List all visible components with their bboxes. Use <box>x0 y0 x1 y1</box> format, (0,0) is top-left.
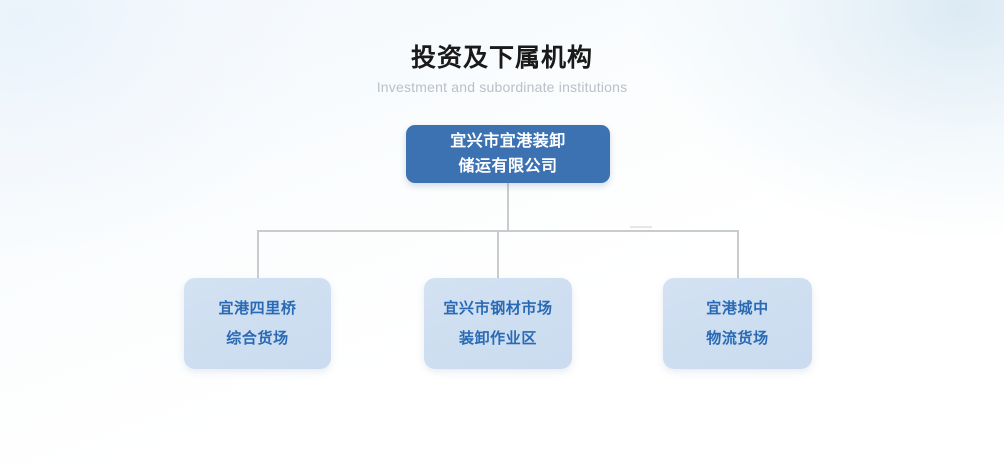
connector-faint-stub <box>630 226 652 228</box>
page-title: 投资及下属机构 <box>410 44 593 72</box>
connector-root-stem <box>507 183 509 232</box>
org-node-root-line-1: 宜兴市宜港装卸 <box>450 133 566 150</box>
org-node-root[interactable]: 宜兴市宜港装卸 储运有限公司 <box>406 125 610 183</box>
connector-drop-child-0 <box>257 230 259 279</box>
org-node-child-2[interactable]: 宜港城中 物流货场 <box>663 278 812 369</box>
connector-drop-child-1 <box>497 230 499 279</box>
page-subtitle: Investment and subordinate institutions <box>376 79 628 95</box>
connector-drop-child-2 <box>737 230 739 279</box>
org-node-root-line-2: 储运有限公司 <box>458 158 558 175</box>
org-node-child-1-line-1: 宜兴市钢材市场 <box>443 299 553 317</box>
chart-header: 投资及下属机构 Investment and subordinate insti… <box>0 42 1004 96</box>
org-node-child-1-line-2: 装卸作业区 <box>458 329 537 347</box>
org-node-child-2-line-2: 物流货场 <box>706 329 769 347</box>
org-node-child-0[interactable]: 宜港四里桥 综合货场 <box>184 278 331 369</box>
connector-horizontal-bus <box>257 230 739 232</box>
org-node-child-1[interactable]: 宜兴市钢材市场 装卸作业区 <box>424 278 572 369</box>
org-node-child-2-line-1: 宜港城中 <box>706 299 769 317</box>
org-node-child-0-line-1: 宜港四里桥 <box>218 299 297 317</box>
org-node-child-0-line-2: 综合货场 <box>226 329 289 347</box>
